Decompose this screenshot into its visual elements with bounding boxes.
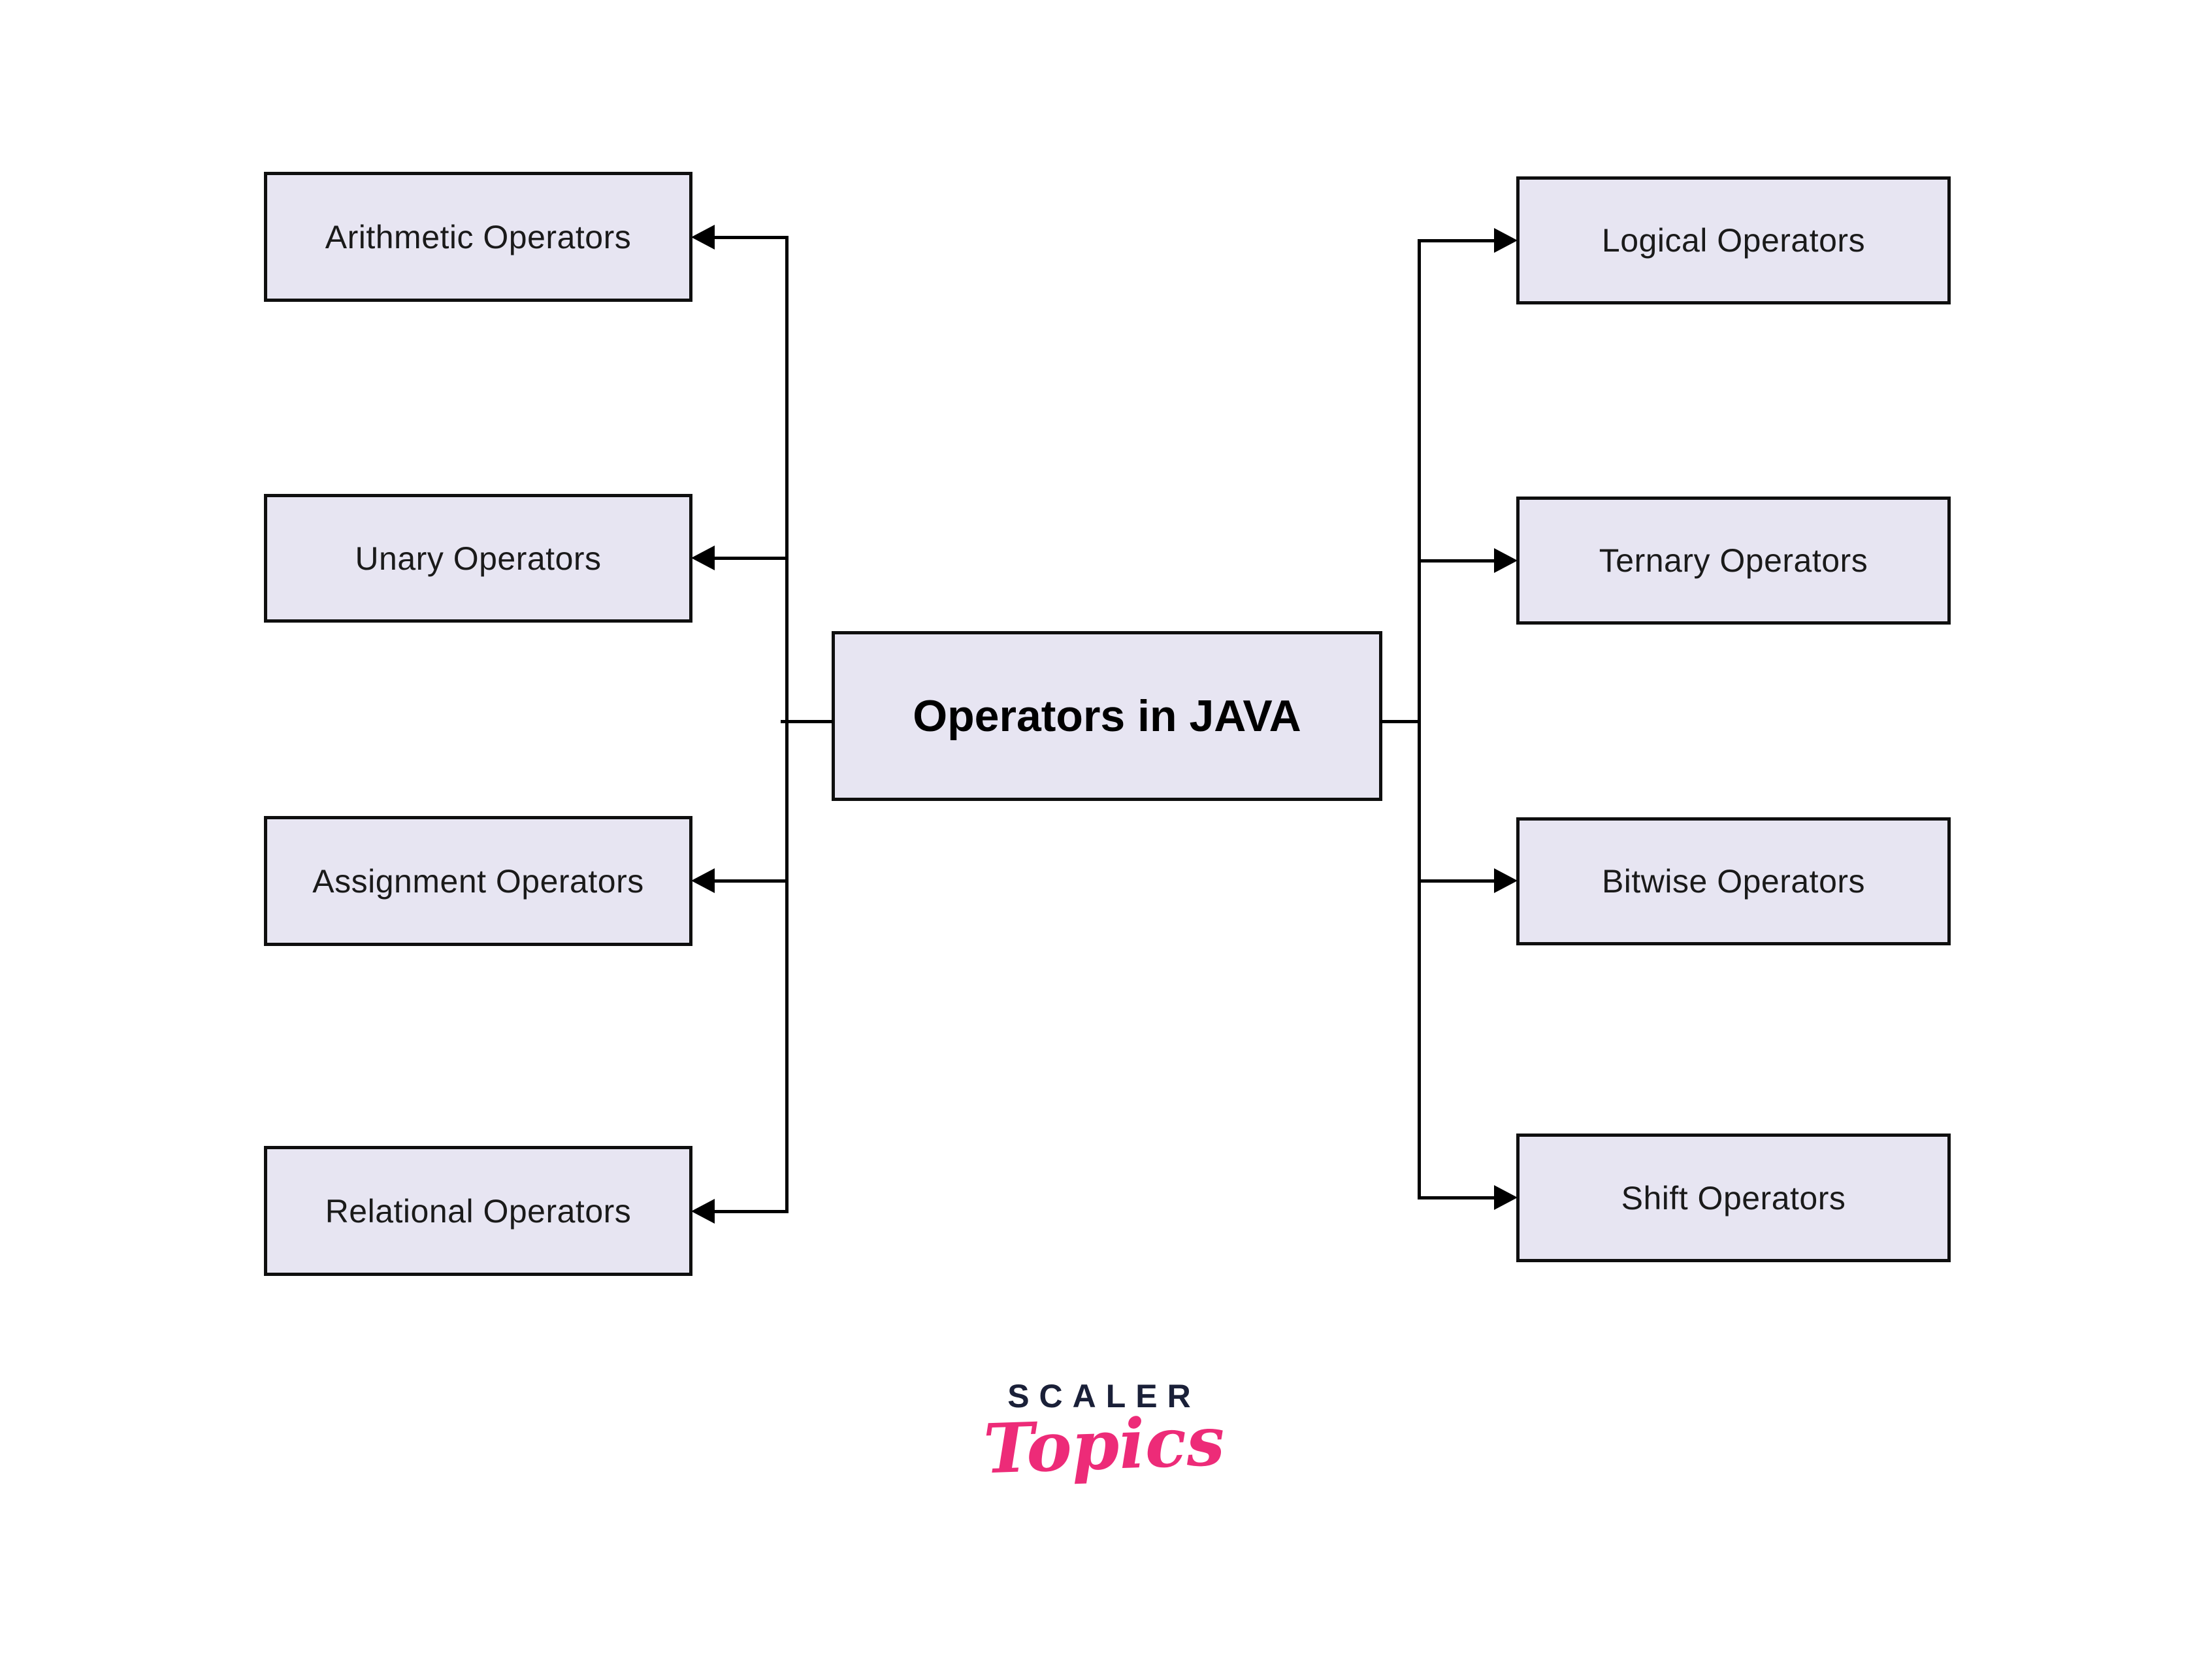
right-connector-arm-1: [1418, 239, 1495, 242]
box-shift-operators: Shift Operators: [1516, 1134, 1951, 1262]
left-connector-arm-3: [713, 879, 787, 883]
right-connector-arm-2: [1418, 559, 1495, 563]
arrowhead-left-icon: [691, 868, 715, 893]
arrowhead-right-icon: [1494, 1185, 1518, 1210]
box-label: Relational Operators: [325, 1192, 632, 1230]
box-label: Logical Operators: [1601, 222, 1866, 259]
left-connector-arm-2: [713, 557, 787, 560]
box-bitwise-operators: Bitwise Operators: [1516, 817, 1951, 945]
box-assignment-operators: Assignment Operators: [264, 816, 692, 946]
right-connector-arm-3: [1418, 879, 1495, 883]
box-relational-operators: Relational Operators: [264, 1146, 692, 1276]
box-label: Bitwise Operators: [1601, 863, 1866, 900]
box-label: Ternary Operators: [1599, 542, 1868, 579]
arrowhead-left-icon: [691, 1199, 715, 1224]
box-label: Shift Operators: [1621, 1179, 1846, 1216]
box-ternary-operators: Ternary Operators: [1516, 497, 1951, 625]
box-logical-operators: Logical Operators: [1516, 176, 1951, 304]
left-connector-vertical-line: [785, 236, 789, 1213]
right-connector-stub: [1380, 720, 1421, 723]
arrowhead-left-icon: [691, 546, 715, 570]
box-unary-operators: Unary Operators: [264, 494, 692, 623]
box-arithmetic-operators: Arithmetic Operators: [264, 172, 692, 302]
arrowhead-right-icon: [1494, 228, 1518, 253]
right-connector-arm-4: [1418, 1196, 1495, 1199]
box-label: Arithmetic Operators: [325, 218, 632, 255]
center-title: Operators in JAVA: [913, 691, 1301, 741]
left-connector-stub: [781, 720, 833, 723]
scaler-logo-wordmark: SCALER: [1007, 1378, 1201, 1414]
left-connector-arm-4: [713, 1210, 787, 1213]
arrowhead-right-icon: [1494, 868, 1518, 893]
right-connector-vertical-line: [1418, 239, 1421, 1199]
box-operators-in-java: Operators in JAVA: [832, 631, 1382, 801]
scaler-topics-logo-script: Topics: [982, 1400, 1226, 1490]
box-label: Unary Operators: [355, 540, 602, 577]
arrowhead-left-icon: [691, 225, 715, 250]
arrowhead-right-icon: [1494, 548, 1518, 573]
box-label: Assignment Operators: [312, 862, 644, 900]
left-connector-arm-1: [713, 236, 787, 239]
